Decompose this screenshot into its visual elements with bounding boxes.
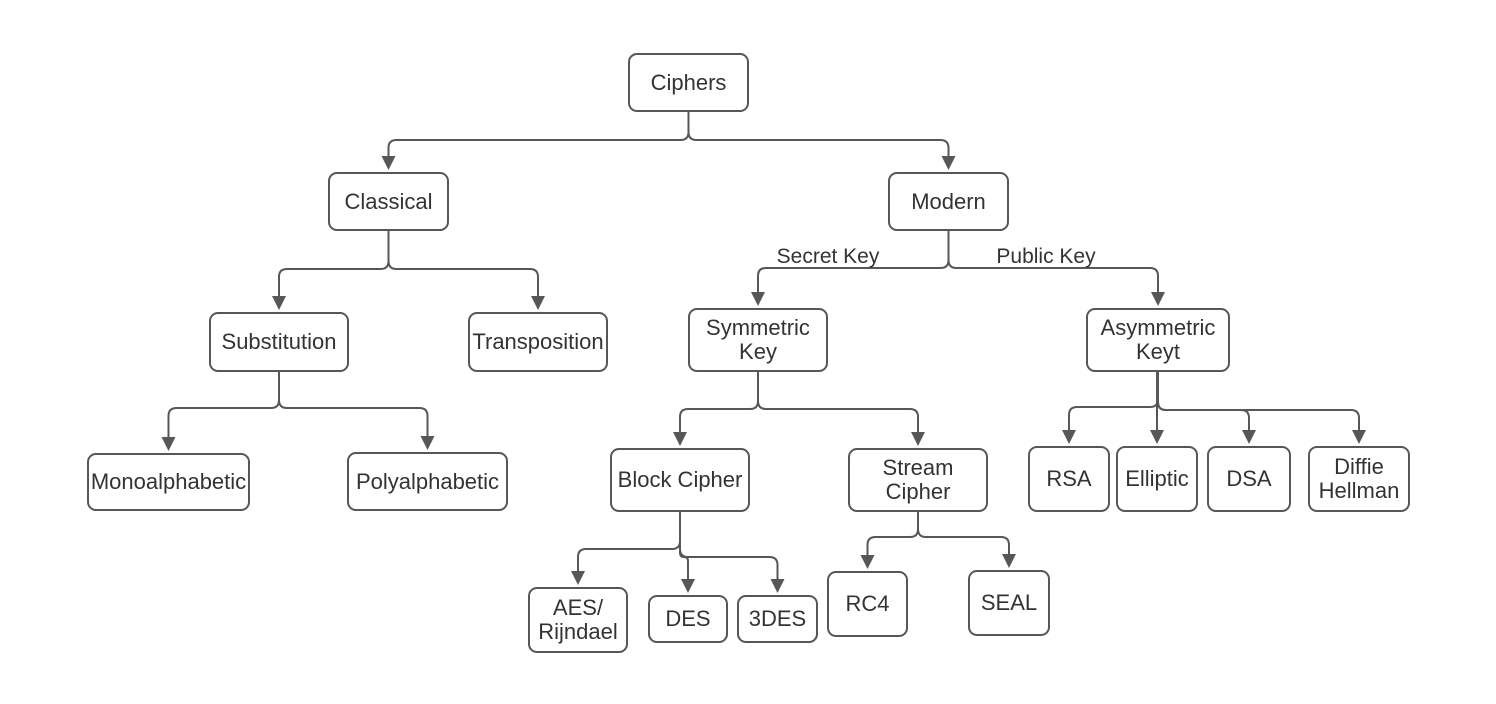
edge-symmetric-blockcipher [679,372,759,433]
edge-substitution-monoalphabetic [167,372,280,438]
edge-classical-transposition [387,231,539,297]
node-label: RC4 [845,591,890,616]
edge-classical-substitution [278,231,390,297]
edge-symmetric-streamcipher [757,372,919,433]
edge-streamcipher-rc4 [866,512,919,556]
node-blockcipher[interactable]: Block Cipher [610,448,750,512]
node-substitution[interactable]: Substitution [209,312,349,372]
node-label: Symmetric [706,315,810,340]
node-label: Rijndael [538,619,618,644]
node-label: Cipher [885,479,951,504]
arrowhead-aes [571,571,585,585]
node-seal[interactable]: SEAL [968,570,1050,636]
node-aes[interactable]: AES/Rijndael [528,587,628,653]
arrowhead-symmetric [751,292,765,306]
arrowhead-monoalphabetic [161,437,176,451]
edge-substitution-polyalphabetic [278,372,429,437]
node-label: Transposition [472,329,604,354]
node-des[interactable]: DES [648,595,728,643]
edge-blockcipher-3des [679,512,779,580]
node-label: Keyt [1135,339,1181,364]
arrowhead-rc4 [860,555,875,569]
node-transposition[interactable]: Transposition [468,312,608,372]
edge-asymmetric-rsa [1068,372,1159,431]
node-label: Diffie [1334,454,1384,479]
node-label: Modern [911,188,986,214]
node-label: Ciphers [650,69,727,95]
node-label: Monoalphabetic [90,469,247,494]
arrowhead-polyalphabetic [420,436,435,450]
node-label: Hellman [1318,478,1400,503]
arrowhead-blockcipher [673,432,687,446]
node-classical[interactable]: Classical [328,172,449,231]
node-label: Key [739,339,777,364]
arrowhead-substitution [272,296,286,310]
node-polyalphabetic[interactable]: Polyalphabetic [347,452,508,511]
node-label: Block Cipher [617,467,743,492]
arrowhead-streamcipher [911,432,925,446]
edge-blockcipher-aes [577,512,681,572]
node-label: Elliptic [1125,466,1189,491]
node-label: Stream [882,455,954,480]
arrowhead-des [681,579,695,593]
node-monoalphabetic[interactable]: Monoalphabetic [87,453,250,511]
node-label: AES/ [552,595,604,620]
arrowhead-elliptic [1150,430,1164,444]
node-label: Substitution [221,329,337,354]
node-label: RSA [1046,466,1092,491]
edge-label-public-key: Public Key [996,245,1096,268]
node-rsa[interactable]: RSA [1028,446,1110,512]
arrowhead-diffiehellman [1352,430,1366,444]
edge-blockcipher-des [679,512,689,580]
node-label: Polyalphabetic [355,468,500,494]
edge-modern-asymmetric [947,231,1159,293]
edge-asymmetric-dsa [1157,372,1250,431]
node-elliptic[interactable]: Elliptic [1116,446,1198,512]
arrowhead-seal [1002,554,1016,568]
arrowhead-3des [770,579,785,593]
edge-ciphers-classical [387,112,690,157]
node-label: Classical [344,188,433,214]
arrowhead-dsa [1242,430,1256,444]
arrowhead-asymmetric [1151,292,1165,306]
arrowhead-transposition [531,296,545,310]
edge-ciphers-modern [687,112,950,157]
node-ciphers[interactable]: Ciphers [628,53,749,112]
node-label: DSA [1226,466,1272,491]
node-label: SEAL [980,590,1038,615]
node-label: DES [665,606,711,631]
node-3des[interactable]: 3DES [737,595,818,643]
node-rc4[interactable]: RC4 [827,571,908,637]
node-label: Asymmetric [1100,315,1216,340]
arrowhead-modern [941,156,956,170]
arrowhead-classical [381,156,396,170]
node-modern[interactable]: Modern [888,172,1009,231]
node-label: 3DES [748,606,807,631]
arrowhead-rsa [1062,430,1076,444]
edge-asymmetric-diffiehellman [1157,372,1360,431]
edge-streamcipher-seal [917,512,1010,555]
edge-label-secret-key: Secret Key [776,245,880,268]
node-dsa[interactable]: DSA [1207,446,1291,512]
